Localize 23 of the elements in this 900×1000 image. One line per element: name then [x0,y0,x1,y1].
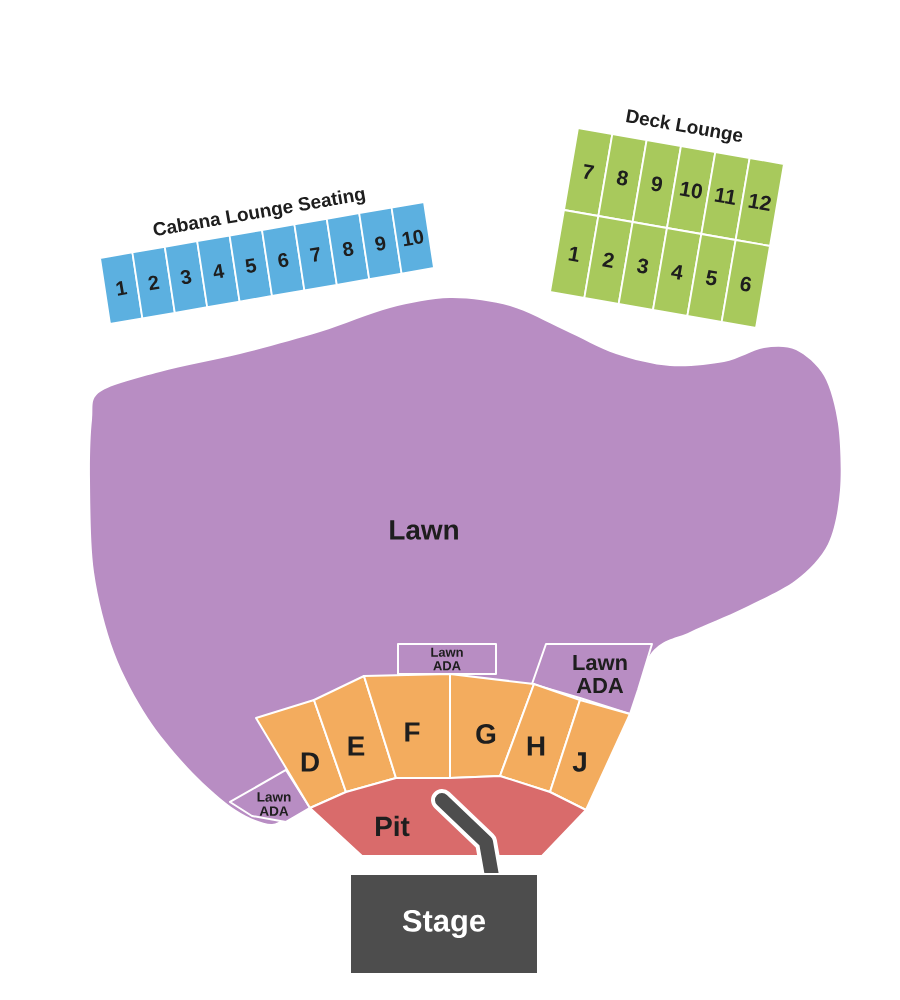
seating-section: Pit [309,775,587,857]
seating-section: 9 [358,206,403,281]
seating-section: 2 [131,245,176,320]
seating-section: 5 [686,233,737,323]
seating-section: 5 [228,229,273,303]
stage-block: Stage [349,873,539,975]
seating-section: 9 [631,139,682,229]
seating-section: 3 [163,240,209,314]
seating-section: 6 [261,223,306,297]
seating-section: 10 [390,201,435,275]
seating-section: 4 [652,227,703,317]
seating-section: 1 [99,251,144,325]
seating-section: 7 [293,217,338,292]
seating-section: 1 [549,209,600,299]
seating-section: 8 [597,133,648,223]
seating-section: 12 [734,157,785,247]
seating-section: 7 [563,127,614,217]
seating-section: 4 [196,234,241,309]
seating-section: 8 [325,212,371,286]
seating-section: 2 [583,215,634,305]
seating-section: 6 [720,239,771,329]
seating-section: J [549,699,631,811]
seating-section: 3 [617,221,668,311]
